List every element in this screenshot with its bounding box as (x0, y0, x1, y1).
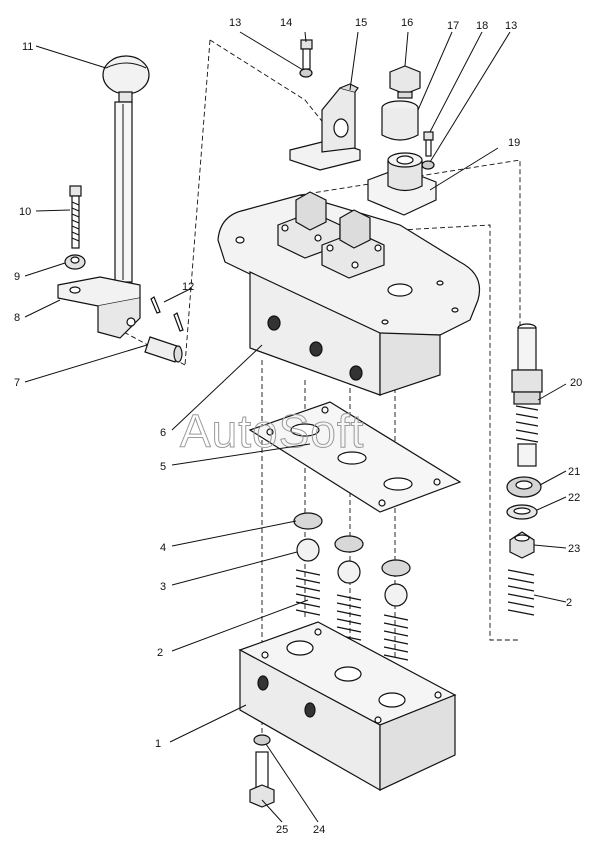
leader-lines (24, 31, 567, 823)
callout-17: 17 (447, 20, 459, 32)
callout-8: 8 (14, 312, 20, 324)
washer-left (299, 68, 313, 78)
callout-9: 9 (14, 271, 20, 283)
callout-25: 25 (276, 824, 288, 836)
callout-2-right: 2 (566, 597, 572, 609)
callout-24: 24 (313, 824, 325, 836)
top-bracket (289, 83, 361, 171)
sleeve (381, 100, 419, 141)
lever-bracket (57, 276, 141, 339)
valve-seats (293, 512, 411, 577)
valve-housing (217, 191, 481, 396)
gasket (248, 401, 462, 513)
callout-18: 18 (476, 20, 488, 32)
hex-cap (389, 65, 421, 99)
lower-body (238, 621, 457, 792)
callout-19: 19 (508, 137, 520, 149)
callout-7: 7 (14, 377, 20, 389)
callout-4: 4 (160, 542, 166, 554)
callout-10: 10 (19, 206, 31, 218)
o-ring (506, 504, 538, 520)
callout-2-left: 2 (157, 647, 163, 659)
callout-11: 11 (22, 41, 33, 53)
top-bolt (300, 39, 313, 70)
washer-right (421, 160, 435, 170)
callout-23: 23 (568, 543, 580, 555)
bottom-bolt (249, 751, 275, 808)
callout-6: 6 (160, 427, 166, 439)
spring-seat (509, 531, 535, 559)
callout-15: 15 (355, 17, 367, 29)
callout-22: 22 (568, 492, 580, 504)
callout-16: 16 (401, 17, 413, 29)
valve-plate (367, 152, 437, 216)
lock-nut (64, 254, 86, 270)
adjusting-bolt (69, 185, 82, 249)
callout-3: 3 (160, 581, 166, 593)
callout-20: 20 (570, 377, 582, 389)
watermark: AutoSoft (180, 405, 364, 457)
callout-14: 14 (280, 17, 292, 29)
callout-labels: 11 10 9 8 7 12 13 14 15 16 17 18 13 19 6… (14, 17, 582, 836)
callout-1: 1 (155, 738, 161, 750)
callout-13-left: 13 (229, 17, 241, 29)
lever-rod (114, 101, 133, 283)
plunger-assembly (511, 323, 543, 467)
callout-5: 5 (160, 461, 166, 473)
check-balls (296, 538, 408, 607)
pivot-pin (144, 336, 183, 363)
seal-ring (506, 476, 542, 498)
cotter-pins (150, 296, 184, 332)
springs (295, 569, 409, 661)
bottom-washer (253, 734, 271, 746)
callout-12: 12 (182, 281, 194, 293)
callout-21: 21 (568, 466, 580, 478)
lever-knob (102, 55, 150, 103)
small-bolt (423, 131, 434, 157)
right-spring (507, 569, 535, 616)
callout-13-right: 13 (505, 20, 517, 32)
